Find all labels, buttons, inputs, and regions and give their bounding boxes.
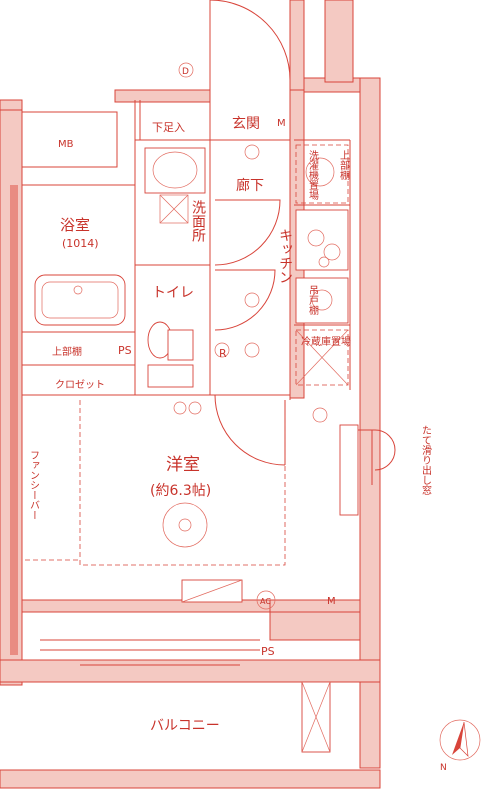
label-fridge-area: 冷蔵庫置場	[301, 335, 351, 348]
label-fan-shelf: ファンシーバー	[28, 450, 40, 520]
label-bathroom-size: (1014)	[62, 237, 99, 250]
label-ac: AC	[260, 597, 271, 606]
label-upper-shelf: 上部棚	[52, 345, 82, 358]
label-north: N	[440, 763, 447, 773]
label-ps-2: PS	[261, 645, 275, 658]
partitions	[21, 100, 360, 613]
label-hanging-cabinet: 吊戸棚	[307, 285, 319, 316]
label-hallway: 廊下	[236, 177, 264, 194]
label-d: D	[182, 67, 189, 77]
fixtures	[25, 62, 481, 761]
label-mb: MB	[58, 139, 74, 150]
label-top-shelf: 上部棚	[338, 150, 350, 181]
label-balcony: バルコニー	[150, 718, 220, 734]
label-toilet: トイレ	[152, 285, 194, 301]
door-swings	[209, 0, 396, 471]
label-window-note: たて滑り出し窓	[420, 425, 432, 495]
outer-walls	[0, 0, 381, 789]
label-western-room: 洋室	[166, 455, 200, 475]
label-washroom: 洗面所	[190, 200, 206, 242]
label-ps-1: PS	[118, 344, 132, 357]
label-washer-area: 洗濯機置場	[307, 150, 319, 201]
label-western-room-size: (約6.3帖)	[150, 483, 211, 499]
label-entrance: 玄関	[232, 115, 260, 132]
label-m-room: M	[327, 596, 336, 607]
label-bathroom: 浴室	[60, 216, 90, 234]
label-shoe-storage: 下足入	[152, 121, 185, 134]
labels: 玄関 下足入 MB 廊下 浴室 (1014) 洗面所 トイレ キッチン 洗濯機置…	[28, 67, 447, 773]
label-closet: クロゼット	[55, 379, 105, 391]
label-r: R	[219, 347, 227, 360]
label-kitchen: キッチン	[277, 228, 293, 284]
label-m-entrance: M	[277, 118, 286, 129]
